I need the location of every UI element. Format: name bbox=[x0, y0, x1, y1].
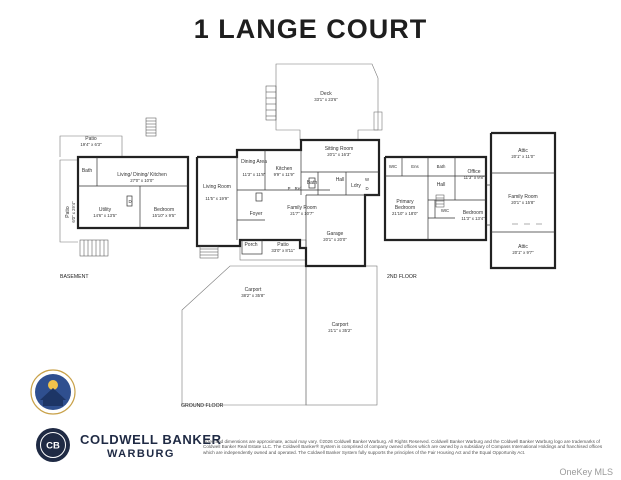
room-dim: 38'2" x 35'8" bbox=[241, 293, 265, 298]
room-label-line2: Bedroom bbox=[395, 205, 415, 211]
room-dim: 21'10" x 18'0" bbox=[392, 211, 418, 216]
second-floor-walls-b bbox=[489, 131, 557, 270]
room-label: Utility bbox=[99, 207, 112, 213]
disclaimer-text: Sizes and dimensions are approximate, ac… bbox=[203, 439, 603, 455]
room-code: P bbox=[288, 186, 291, 191]
room-label: Ldry bbox=[351, 183, 361, 189]
room-label: Dining Area bbox=[241, 159, 267, 165]
room-label: Garage bbox=[327, 231, 344, 237]
second-floor-plan: WIC Ens Bath Office 11'3" x 9'8" Hall Pr… bbox=[383, 131, 557, 280]
seal-initials: CB bbox=[46, 441, 60, 452]
floor-label-basement: BASEMENT bbox=[60, 274, 89, 280]
room-label: Family Room bbox=[508, 194, 537, 200]
room-label: Hall bbox=[336, 177, 345, 183]
room-dim: 6'0" x 29'4" bbox=[71, 201, 76, 223]
room-label: Carport bbox=[245, 287, 262, 293]
room-code: Ref bbox=[295, 186, 302, 191]
room-dim: 14'6" x 13'5" bbox=[93, 213, 117, 218]
second-floor-stairs bbox=[435, 194, 445, 208]
room-label: Bedroom bbox=[154, 207, 174, 213]
deck-stairs bbox=[265, 85, 277, 121]
room-label: Bedroom bbox=[463, 210, 483, 216]
room-label: Office bbox=[468, 169, 481, 175]
brand-name-line1: COLDWELL BANKER bbox=[80, 432, 222, 447]
room-label: Patio bbox=[65, 206, 71, 218]
room-dim: 33'0" x 8'11" bbox=[271, 248, 295, 253]
room-dim: 33'1" x 23'6" bbox=[314, 97, 338, 102]
room-label: Carport bbox=[332, 322, 349, 328]
room-label: Attic bbox=[518, 244, 528, 250]
room-dim: 20'1" x 11'0" bbox=[511, 154, 535, 159]
room-dim: 11'5" x 19'9" bbox=[205, 196, 229, 201]
room-dim: 20'1" x 9'7" bbox=[512, 250, 534, 255]
second-floor-walls-a bbox=[383, 155, 488, 242]
room-dim: 9'9" x 11'9" bbox=[274, 172, 295, 177]
brand-name-line2: WARBURG bbox=[107, 448, 175, 460]
room-label: Foyer bbox=[250, 211, 263, 217]
basement-stairs-top bbox=[145, 117, 157, 137]
room-dim: 21'1" x 35'2" bbox=[328, 328, 352, 333]
room-label: Bath bbox=[82, 168, 93, 174]
deck-outline bbox=[275, 63, 379, 141]
porch-stairs bbox=[199, 245, 219, 259]
room-code: D bbox=[128, 199, 131, 204]
room-dim: 11'3" x 13'4" bbox=[461, 216, 485, 221]
ground-floor-walls bbox=[195, 138, 381, 268]
room-label: Deck bbox=[320, 91, 332, 97]
basement-stairs-bottom bbox=[79, 239, 109, 257]
room-dim: 27'0" x 10'0" bbox=[130, 178, 154, 183]
room-label: Ens bbox=[411, 164, 418, 169]
carport-2-outline bbox=[305, 265, 378, 406]
room-label: Kitchen bbox=[276, 166, 293, 172]
room-code: D bbox=[365, 186, 368, 191]
room-dim: 20'1" x 20'0" bbox=[323, 237, 347, 242]
room-label: Living Room bbox=[203, 184, 231, 190]
room-dim: 20'1" x 16'3" bbox=[327, 152, 351, 157]
room-label: Hall bbox=[437, 182, 446, 188]
page-title: 1 LANGE COURT bbox=[193, 14, 428, 44]
coldwell-banker-seal-icon: CB bbox=[36, 428, 70, 462]
energy-house-badge-icon bbox=[30, 369, 76, 415]
room-label: Living/ Dining/ Kitchen bbox=[117, 172, 167, 178]
room-label: Porch bbox=[244, 242, 257, 248]
mls-credit: OneKey MLS bbox=[559, 467, 613, 477]
room-dim: 21'7" x 10'7" bbox=[290, 211, 314, 216]
basement-side-patio-outline bbox=[59, 159, 78, 243]
room-label: Patio bbox=[85, 136, 97, 142]
room-code: W bbox=[365, 177, 370, 182]
carport-1-outline bbox=[181, 265, 307, 406]
basement-plan: Patio 19'4" x 6'3" Bath Living/ Dining/ … bbox=[59, 117, 190, 280]
room-dim: 11'3" x 11'8" bbox=[243, 172, 266, 177]
floor-label-second: 2ND FLOOR bbox=[387, 274, 417, 280]
basement-patio-outline bbox=[59, 135, 123, 157]
room-label: Attic bbox=[518, 148, 528, 154]
room-label: WIC bbox=[389, 164, 397, 169]
room-label: Family Room bbox=[287, 205, 316, 211]
room-label-line1: Primary bbox=[396, 199, 414, 205]
room-dim: 15'10" x 9'5" bbox=[152, 213, 176, 218]
floor-label-ground: GROUND FLOOR bbox=[181, 403, 224, 409]
room-label: WIC bbox=[441, 208, 449, 213]
room-label: Sitting Room bbox=[325, 146, 354, 152]
room-label: Patio bbox=[277, 242, 289, 248]
ground-floor-plan: Deck 33'1" x 23'6" Living Room 11'5" x 1… bbox=[181, 63, 383, 409]
room-label: Bath bbox=[307, 180, 318, 186]
room-dim: 11'3" x 9'8" bbox=[464, 175, 485, 180]
room-label: Bath bbox=[437, 164, 446, 169]
room-dim: 19'4" x 6'3" bbox=[80, 142, 102, 147]
basement-walls bbox=[76, 155, 190, 230]
room-dim: 20'1" x 15'8" bbox=[511, 200, 535, 205]
